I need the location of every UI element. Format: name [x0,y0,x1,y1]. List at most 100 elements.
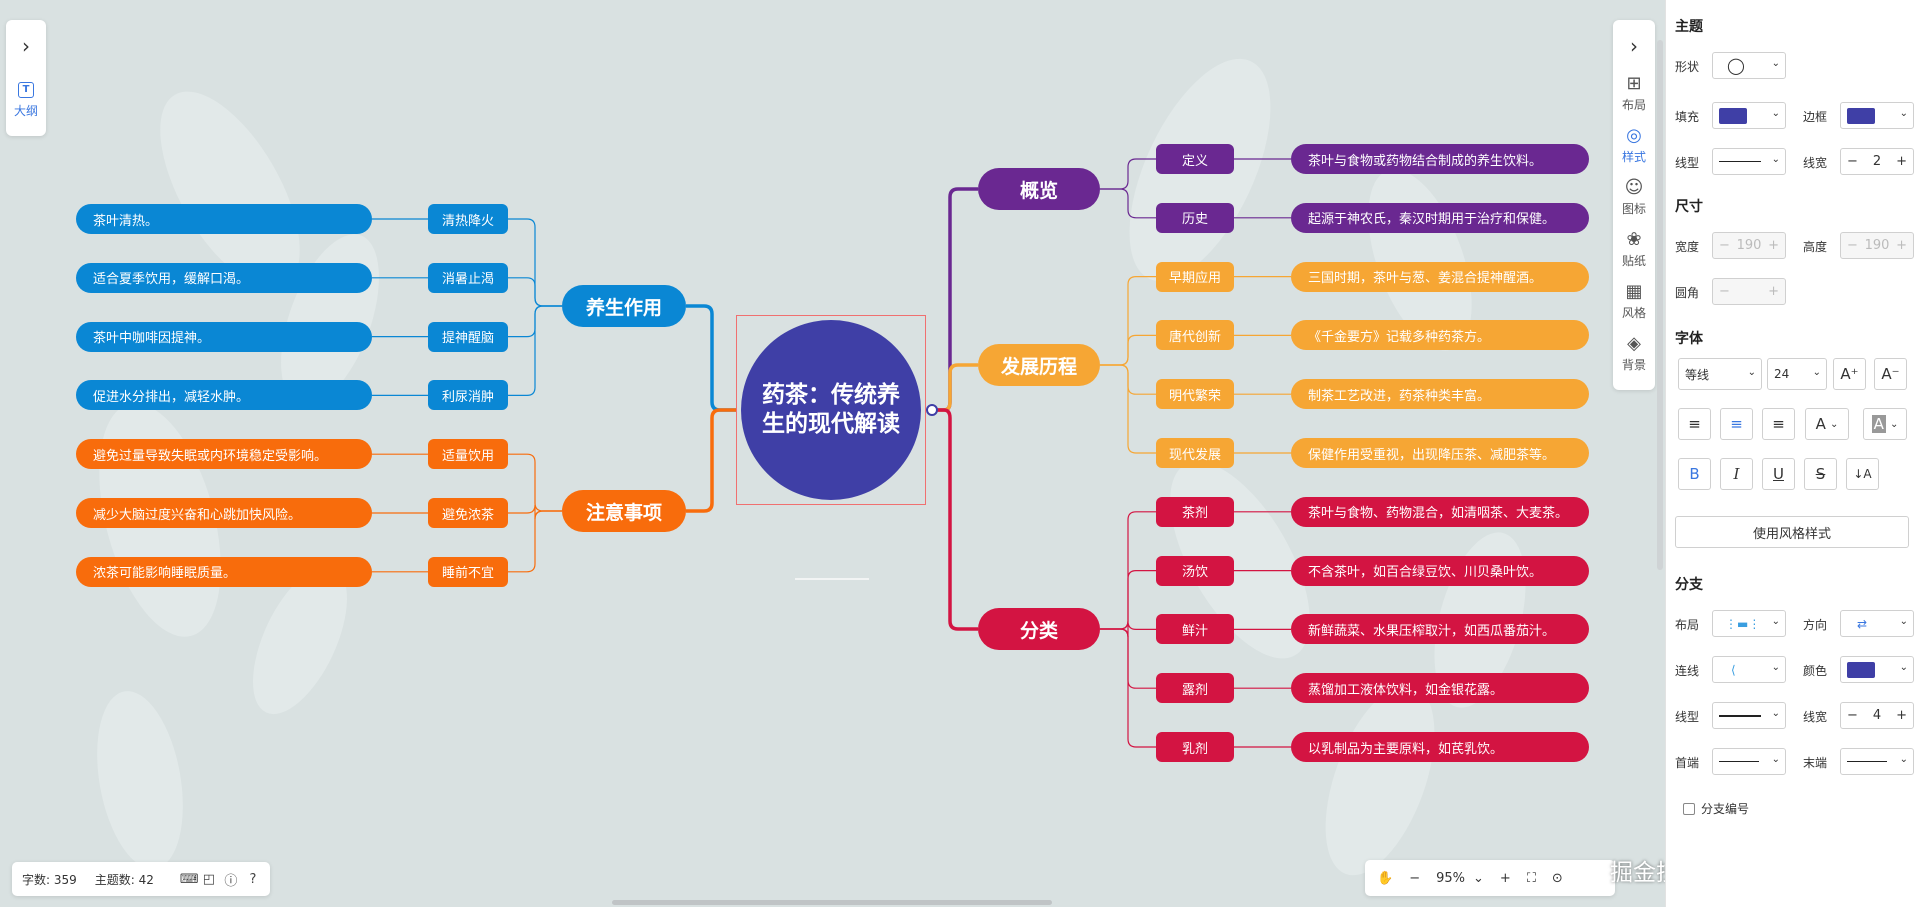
minus-icon[interactable]: − [1847,708,1858,723]
width-stepper[interactable]: −190+ [1712,232,1786,259]
increase-font-button[interactable]: A⁺ [1833,358,1866,390]
minus-icon[interactable]: − [1719,284,1730,299]
chevron-down-icon[interactable]: ⌄ [1473,870,1484,886]
sub-topic[interactable]: 提神醒脑 [428,321,508,352]
minus-icon[interactable]: − [1847,154,1858,169]
branch-numbering-checkbox[interactable]: 分支编号 [1683,800,1749,817]
text-sort-button[interactable]: ↓A [1846,458,1879,490]
branch-line-width-stepper[interactable]: −4+ [1840,702,1914,729]
plus-icon[interactable]: + [1768,238,1779,253]
main-node-health[interactable]: 养生作用 [562,285,686,327]
decrease-font-button[interactable]: A⁻ [1874,358,1907,390]
branch-layout-select[interactable]: ⋮▬⋮⌄ [1712,610,1786,637]
toolbar-theme[interactable]: ▦风格 [1622,282,1646,321]
leaf-topic[interactable]: 以乳制品为主要原料，如芪乳饮。 [1291,732,1589,762]
fill-color-select[interactable]: ⌄ [1712,102,1786,129]
leaf-topic[interactable]: 茶叶与食物或药物结合制成的养生饮料。 [1291,144,1589,174]
horizontal-scrollbar[interactable] [612,900,1052,905]
minus-icon[interactable]: − [1847,238,1858,253]
toolbar-icon[interactable]: ☺图标 [1622,178,1646,217]
minimap-icon[interactable]: ◰ [202,871,216,887]
central-topic[interactable]: 药茶：传统养生的现代解读 [741,320,921,500]
leaf-topic[interactable]: 新鲜蔬菜、水果压榨取汁，如西瓜番茄汁。 [1291,614,1589,645]
zoom-in-icon[interactable]: + [1499,870,1511,886]
main-node-caution[interactable]: 注意事项 [562,490,686,532]
sub-topic[interactable]: 茶剂 [1156,496,1234,527]
direction-select[interactable]: ⇄⌄ [1840,610,1914,637]
zoom-level[interactable]: 95% [1436,870,1465,886]
sub-topic[interactable]: 唐代创新 [1156,320,1234,351]
expand-left-panel-icon[interactable]: › [22,34,30,58]
leaf-topic[interactable]: 茶叶清热。 [76,204,372,234]
expand-right-panel-icon[interactable]: › [1630,34,1638,58]
leaf-topic[interactable]: 茶叶与食物、药物混合，如清咽茶、大麦茶。 [1291,496,1589,527]
sub-topic[interactable]: 历史 [1156,202,1234,233]
align-center-button[interactable]: ≡ [1720,408,1753,440]
minus-icon[interactable]: − [1719,238,1730,253]
info-icon[interactable]: ⓘ [224,873,238,889]
locate-icon[interactable]: ⊙ [1551,870,1563,886]
main-node-overview[interactable]: 概览 [978,168,1100,210]
sub-topic[interactable]: 汤饮 [1156,555,1234,586]
leaf-topic[interactable]: 起源于神农氏，秦汉时期用于治疗和保健。 [1291,202,1589,233]
sub-topic[interactable]: 现代发展 [1156,438,1234,468]
strikethrough-button[interactable]: S [1804,458,1837,490]
height-stepper[interactable]: −190+ [1840,232,1914,259]
sub-topic[interactable]: 清热降火 [428,204,508,234]
sub-topic[interactable]: 鲜汁 [1156,614,1234,645]
leaf-topic[interactable]: 减少大脑过度兴奋和心跳加快风险。 [76,498,372,528]
sub-topic[interactable]: 露剂 [1156,673,1234,704]
vertical-scrollbar[interactable] [1657,40,1663,570]
sub-topic[interactable]: 定义 [1156,144,1234,174]
checkbox-box[interactable] [1683,802,1695,815]
toolbar-style[interactable]: ◎样式 [1622,126,1646,165]
underline-button[interactable]: U [1762,458,1795,490]
leaf-topic[interactable]: 适合夏季饮用，缓解口渴。 [76,262,372,293]
leaf-topic[interactable]: 保健作用受重视，出现降压茶、减肥茶等。 [1291,438,1589,468]
plus-icon[interactable]: + [1768,284,1779,299]
zoom-out-icon[interactable]: − [1409,870,1421,886]
leaf-topic[interactable]: 《千金要方》记载多种药茶方。 [1291,320,1589,351]
line-type-select[interactable]: ⌄ [1712,148,1786,175]
leaf-topic[interactable]: 茶叶中咖啡因提神。 [76,321,372,352]
leaf-topic[interactable]: 避免过量导致失眠或内环境稳定受影响。 [76,439,372,470]
sub-topic[interactable]: 利尿消肿 [428,380,508,411]
mindmap-canvas[interactable]: 定义 茶叶与食物或药物结合制成的养生饮料。历史 起源于神农氏，秦汉时期用于治疗和保健… [0,0,1665,907]
bold-button[interactable]: B [1678,458,1711,490]
leaf-topic[interactable]: 促进水分排出，减轻水肿。 [76,380,372,411]
leaf-topic[interactable]: 蒸馏加工液体饮料，如金银花露。 [1291,673,1589,704]
sub-topic[interactable]: 睡前不宜 [428,556,508,587]
border-color-select[interactable]: ⌄ [1840,102,1914,129]
sub-topic[interactable]: 早期应用 [1156,261,1234,292]
main-node-category[interactable]: 分类 [978,608,1100,650]
align-left-button[interactable]: ≡ [1678,408,1711,440]
fit-view-icon[interactable]: ⛶ [1526,870,1536,886]
branch-line-type-select[interactable]: ⌄ [1712,702,1786,729]
sub-topic[interactable]: 消暑止渴 [428,262,508,293]
leaf-topic[interactable]: 制茶工艺改进，药茶种类丰富。 [1291,379,1589,410]
help-icon[interactable]: ? [249,871,257,887]
leaf-topic[interactable]: 浓茶可能影响睡眠质量。 [76,556,372,587]
sub-topic[interactable]: 乳剂 [1156,732,1234,762]
sub-topic[interactable]: 避免浓茶 [428,498,508,528]
main-node-history[interactable]: 发展历程 [978,344,1100,386]
font-family-select[interactable]: 等线⌄ [1678,358,1762,390]
leaf-topic[interactable]: 三国时期，茶叶与葱、姜混合提神醒酒。 [1291,261,1589,292]
keyboard-icon[interactable]: ⌨ [179,871,199,887]
plus-icon[interactable]: + [1896,708,1907,723]
collapse-handle[interactable] [926,404,938,416]
font-size-select[interactable]: 24⌄ [1767,358,1827,390]
font-color-button[interactable]: A ⌄ [1805,408,1849,440]
italic-button[interactable]: I [1720,458,1753,490]
align-right-button[interactable]: ≡ [1762,408,1795,440]
outline-button[interactable]: T 大纲 [14,82,38,119]
tail-end-select[interactable]: ⌄ [1840,748,1914,775]
use-theme-style-button[interactable]: 使用风格样式 [1675,516,1909,548]
line-width-stepper[interactable]: −2+ [1840,148,1914,175]
shape-select[interactable]: ◯⌄ [1712,52,1786,79]
plus-icon[interactable]: + [1896,238,1907,253]
radius-stepper[interactable]: −+ [1712,278,1786,305]
sub-topic[interactable]: 明代繁荣 [1156,379,1234,410]
sub-topic[interactable]: 适量饮用 [428,439,508,470]
highlight-color-button[interactable]: A⌄ [1863,408,1907,440]
